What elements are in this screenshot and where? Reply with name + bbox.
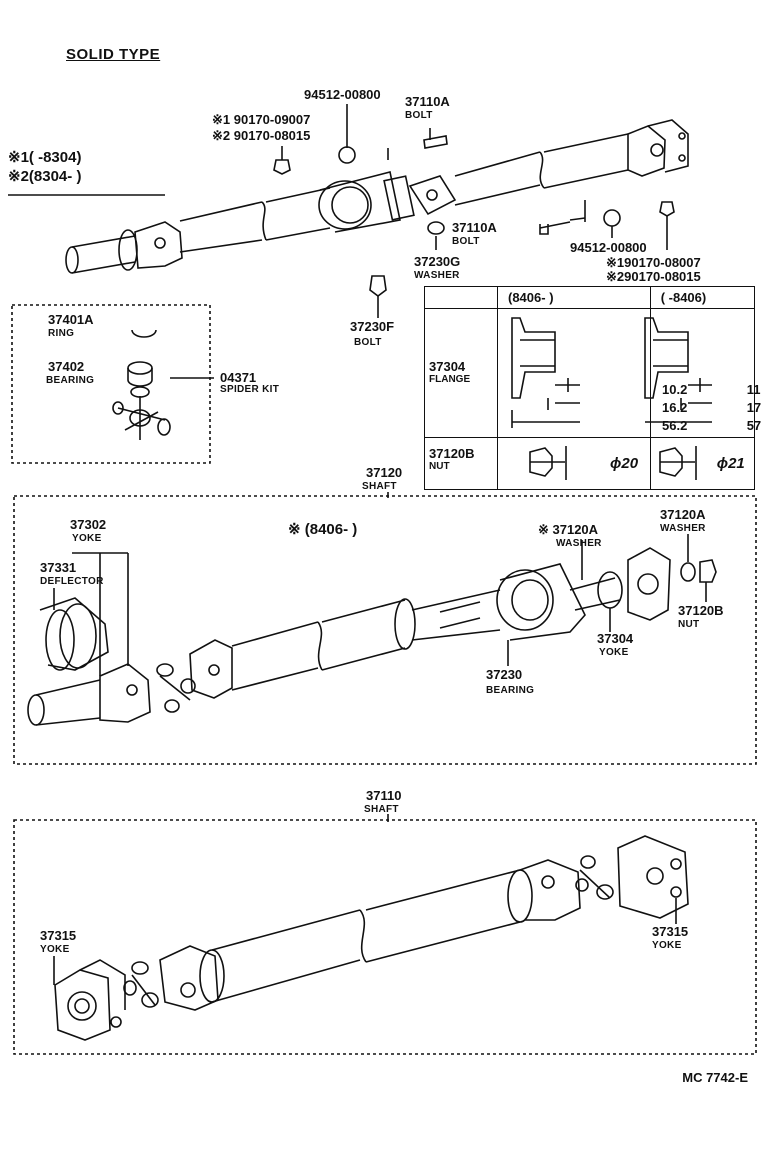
- nut-note-2: ※2 90170-08015: [212, 128, 311, 143]
- spec-row1-name: FLANGE: [429, 374, 471, 385]
- part-37331: 37331: [40, 560, 77, 575]
- part-94512-mid: 94512-00800: [570, 240, 647, 255]
- spec-row2-part: 37120B: [429, 446, 475, 461]
- nut-note-4: ※290170-08015: [606, 269, 701, 284]
- dim-col2-a: 11: [746, 382, 761, 397]
- shaft-37110-part: 37110: [366, 788, 402, 803]
- shaft-37120-name: SHAFT: [362, 481, 397, 492]
- dim-col1-b: 16.2: [662, 400, 688, 415]
- shaft-37120-note: ※ (8406- ): [288, 521, 358, 538]
- spec-row2-header: 37120B NUT: [424, 437, 498, 490]
- part-04371: 04371: [220, 370, 257, 385]
- page-title: SOLID TYPE: [66, 46, 161, 63]
- spec-row2-name: NUT: [429, 461, 450, 472]
- part-37110a-top-name: BOLT: [405, 110, 433, 121]
- part-37230: 37230: [486, 667, 523, 682]
- spider-kit-box: [11, 304, 211, 464]
- part-37230-name: BEARING: [486, 685, 535, 696]
- part-37230f: 37230F: [350, 319, 395, 334]
- part-37402: 37402: [48, 359, 85, 374]
- shaft-37110-box: [13, 819, 757, 1055]
- part-37331-name: DEFLECTOR: [40, 576, 104, 587]
- spec-row1-part: 37304: [429, 359, 466, 374]
- part-37110a-top: 37110A: [405, 94, 450, 109]
- part-37304-name: YOKE: [599, 647, 629, 658]
- part-94512-top: 94512-00800: [304, 87, 381, 102]
- spec-row1-col1: 10.2 16.2 56.2: [497, 308, 687, 438]
- spec-row1-col2-dims: 11 17 57: [655, 309, 761, 437]
- dim-col2-c: 57: [746, 418, 762, 433]
- part-37120a-star: ※ 37120A: [538, 522, 599, 537]
- part-37402-name: BEARING: [46, 375, 95, 386]
- spec-row2-col2: ϕ21: [649, 437, 756, 490]
- part-37120a-star-name: WASHER: [556, 538, 602, 549]
- spec-table-corner: [424, 286, 498, 309]
- part-37315-right: 37315: [652, 924, 689, 939]
- part-37120a-name: WASHER: [660, 523, 706, 534]
- shaft-37120-parts: [27, 534, 717, 726]
- part-04371-name: SPIDER KIT: [220, 384, 280, 395]
- part-37110a-mid-name: BOLT: [452, 236, 480, 247]
- part-37315-left-name: YOKE: [40, 944, 70, 955]
- top-shaft-assembly: [8, 104, 689, 318]
- spec-col1-header: (8406- ): [497, 286, 651, 309]
- part-37302: 37302: [70, 517, 107, 532]
- dim-col1-c: 56.2: [662, 418, 688, 433]
- dim-col2-b: 17: [746, 400, 762, 415]
- shaft-37120-part: 37120: [366, 465, 403, 480]
- shaft-37120-box: [13, 495, 757, 765]
- part-37315-left: 37315: [40, 928, 77, 943]
- nut-note-3: ※190170-08007: [606, 255, 701, 270]
- applicability-note-1: ※1( -8304): [8, 149, 82, 166]
- shaft-37110-parts: [53, 835, 689, 1041]
- part-37120b-name: NUT: [678, 619, 700, 630]
- dim-col1-a: 10.2: [662, 382, 688, 397]
- shaft-37110-name: SHAFT: [364, 804, 399, 815]
- nut-note-1: ※1 90170-09007: [212, 112, 311, 127]
- diagram-code: MC 7742-E: [682, 1070, 748, 1085]
- applicability-note-2: ※2(8304- ): [8, 168, 82, 185]
- part-37401a-name: RING: [48, 328, 75, 339]
- part-37230g: 37230G: [414, 254, 461, 269]
- spec-table: (8406- ) ( -8406) 37304 FLANGE 10.2 16.2…: [424, 286, 761, 490]
- part-37120a: 37120A: [660, 507, 706, 522]
- spec-row2-col1: ϕ20: [497, 437, 651, 490]
- spec-row1-header: 37304 FLANGE: [424, 308, 498, 438]
- part-37315-right-name: YOKE: [652, 940, 682, 951]
- part-37110a-mid: 37110A: [452, 220, 497, 235]
- part-37401a: 37401A: [48, 312, 94, 327]
- part-37304: 37304: [597, 631, 634, 646]
- part-37230g-name: WASHER: [414, 270, 460, 281]
- part-37302-name: YOKE: [72, 533, 102, 544]
- spec-col2-header: ( -8406): [649, 286, 756, 309]
- spider-kit-parts: [112, 329, 214, 440]
- part-37230f-name: BOLT: [354, 337, 382, 348]
- spec-row1-col1-dims: 10.2 16.2 56.2: [502, 309, 687, 437]
- part-37120b: 37120B: [678, 603, 724, 618]
- spec-row1-col2: 11 17 57: [649, 308, 761, 438]
